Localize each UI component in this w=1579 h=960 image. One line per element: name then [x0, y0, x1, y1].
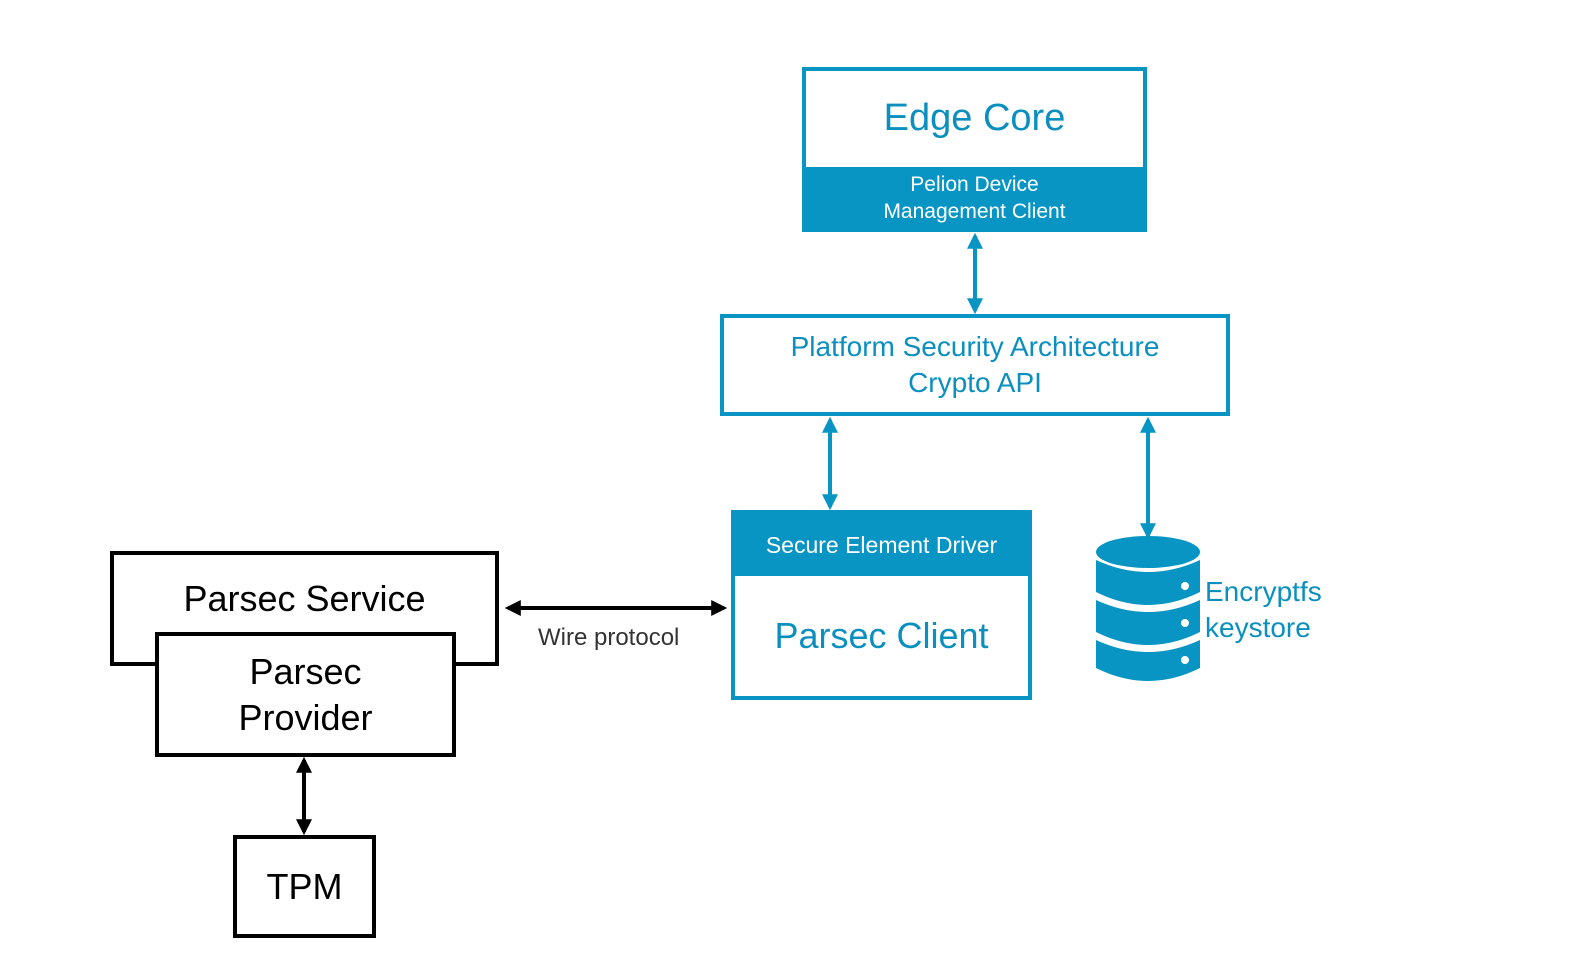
parsec-service-title: Parsec Service	[183, 578, 426, 619]
provider-line1: Parsec	[249, 650, 362, 692]
parsec-client-title: Parsec Client	[774, 615, 989, 656]
edge-core-title: Edge Core	[883, 97, 1066, 139]
parsec-provider-box: Parsec Provider	[155, 632, 456, 757]
parsec-client-box: Secure Element Driver Parsec Client	[731, 510, 1032, 700]
keystore-line1: Encryptfs	[1205, 576, 1322, 607]
pelion-line1: Pelion Device	[910, 172, 1039, 196]
tpm-box: TPM	[233, 835, 376, 938]
edge-core-box: Edge Core Pelion Device Management Clien…	[802, 67, 1147, 232]
provider-line2: Provider	[238, 696, 373, 738]
secure-element-driver-band: Secure Element Driver	[735, 514, 1028, 576]
psa-line1: Platform Security Architecture	[790, 331, 1160, 362]
psa-crypto-api-box: Platform Security Architecture Crypto AP…	[720, 314, 1230, 416]
keystore-label: Encryptfs keystore	[1205, 574, 1322, 646]
wire-protocol-label: Wire protocol	[538, 624, 680, 651]
pelion-client-band: Pelion Device Management Client	[806, 167, 1143, 228]
psa-line2: Crypto API	[908, 367, 1042, 398]
pelion-line2: Management Client	[883, 199, 1066, 223]
keystore-line2: keystore	[1205, 612, 1311, 643]
